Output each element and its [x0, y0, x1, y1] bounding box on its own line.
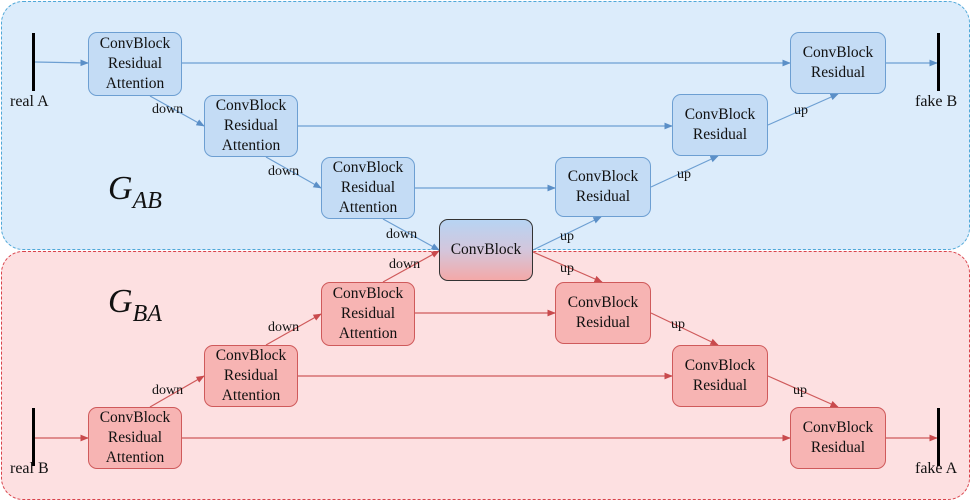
up-label-ab-2: up: [677, 167, 691, 182]
fake-a-label: fake A: [915, 460, 958, 477]
down-label-ba-1: down: [152, 383, 184, 398]
down-arrow-ba-2: [265, 313, 322, 346]
up-label-ab-1: up: [794, 103, 808, 118]
down-arrow-ba-3: [382, 250, 440, 283]
up-arrow-ab-1: [767, 93, 839, 126]
real-b-bar: [32, 408, 35, 466]
up-label-ba-2: up: [671, 317, 685, 332]
down-label-ba-2: down: [268, 320, 300, 335]
fake-a-bar: [937, 408, 940, 466]
down-label-ab-2: down: [268, 164, 300, 179]
down-arrow-ba-1: [149, 375, 205, 408]
generator-ba-title: GBA: [108, 283, 162, 327]
real-a-label: real A: [10, 93, 49, 110]
down-label-ba-3: down: [389, 257, 421, 272]
up-label-ba-3: up: [560, 261, 574, 276]
down-arrow-ab-3: [382, 218, 440, 251]
real-a-bar: [32, 33, 35, 91]
down-arrow-ab-1: [149, 95, 205, 127]
real-b-label: real B: [10, 460, 49, 477]
up-label-ba-1: up: [793, 383, 807, 398]
down-arrow-ab-2: [265, 156, 322, 189]
up-arrow-ba-3: [532, 251, 603, 283]
up-arrow-ab-3: [532, 216, 602, 251]
fake-b-bar: [937, 33, 940, 91]
down-label-ab-1: down: [152, 102, 184, 117]
down-label-ab-3: down: [386, 227, 418, 242]
up-arrow-ba-2: [650, 312, 719, 346]
fake-b-label: fake B: [915, 93, 958, 110]
generator-ab-title: GAB: [108, 170, 162, 214]
arrow-real-a-to-enc1: [34, 59, 89, 67]
bottleneck-convblock: ConvBlock: [439, 219, 533, 281]
up-label-ab-3: up: [560, 229, 574, 244]
up-arrow-ba-1: [767, 375, 839, 408]
up-arrow-ab-2: [650, 155, 719, 188]
